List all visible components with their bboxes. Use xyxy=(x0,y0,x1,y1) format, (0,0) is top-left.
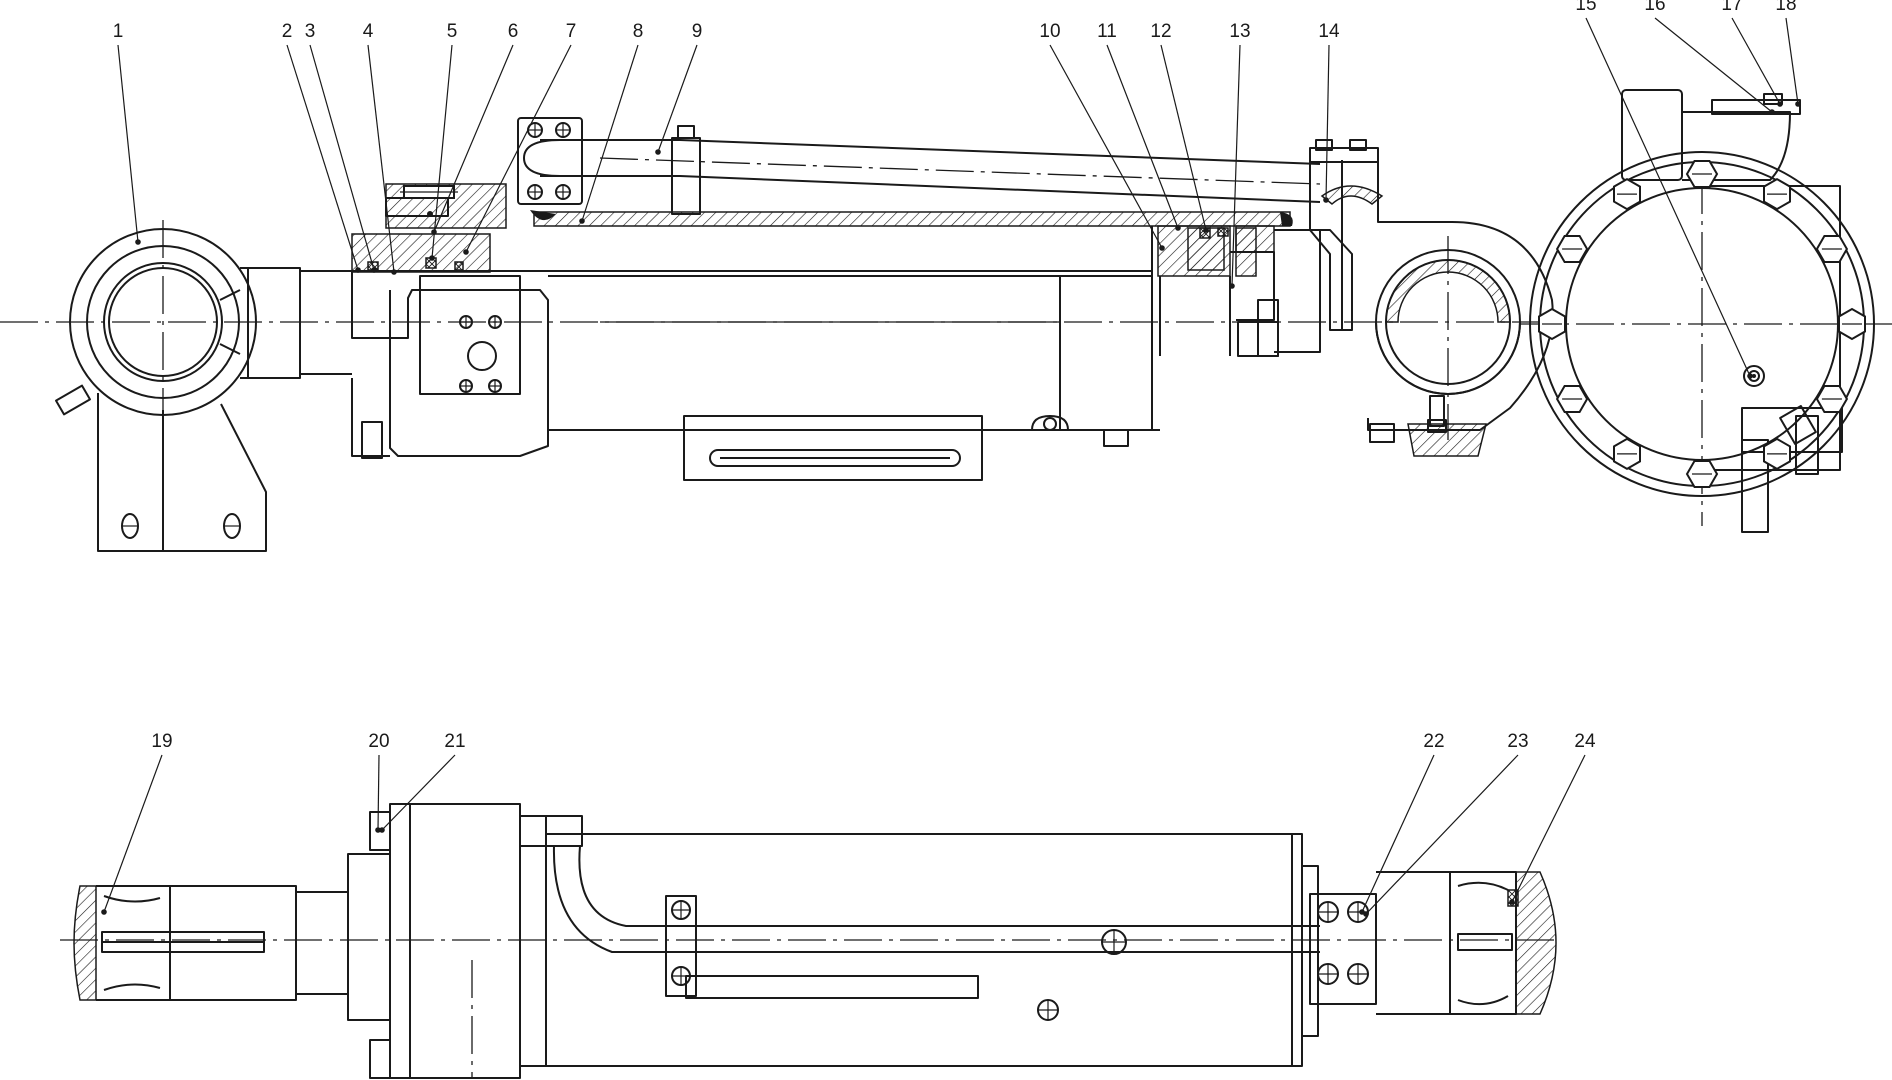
callout-leader xyxy=(377,754,380,831)
callout-dot xyxy=(1509,899,1515,905)
plan-view xyxy=(60,803,1560,1079)
plan-tube-clamp xyxy=(665,895,697,997)
callout-dot xyxy=(579,218,585,224)
callout-dot xyxy=(429,255,435,261)
callout-leader xyxy=(103,754,163,913)
callout-leader xyxy=(581,44,639,222)
callout-dot xyxy=(375,827,381,833)
plan-rear-head xyxy=(1309,871,1451,1015)
callout-leader xyxy=(1511,754,1586,903)
callout-leader xyxy=(431,44,453,259)
callout-label: 16 xyxy=(1644,0,1665,15)
plan-barrel xyxy=(546,833,1320,1067)
callout-label: 8 xyxy=(633,21,644,42)
callout-dot xyxy=(655,149,661,155)
callout-label: 7 xyxy=(566,21,577,42)
tube-section xyxy=(533,211,1293,227)
callout-label: 3 xyxy=(305,21,316,42)
left-clevis xyxy=(73,885,349,1001)
callout-label: 20 xyxy=(368,731,389,752)
callout-label: 24 xyxy=(1574,731,1596,752)
rear-head xyxy=(1274,139,1554,431)
callout-dot xyxy=(1795,101,1801,107)
right-clevis xyxy=(1450,871,1557,1015)
callout-label: 9 xyxy=(692,21,703,42)
piston-assembly xyxy=(1151,225,1279,357)
callout-leader xyxy=(1160,44,1207,231)
callout-dot xyxy=(1747,373,1753,379)
callout-label: 18 xyxy=(1775,0,1796,15)
callout-leader xyxy=(1106,44,1179,229)
mounting-bracket xyxy=(55,384,267,552)
slot-plate xyxy=(683,415,983,481)
cylinder-barrel xyxy=(548,275,1160,431)
callout-dot xyxy=(1323,197,1329,203)
callout-leader xyxy=(1049,44,1163,249)
callout-dot xyxy=(1777,101,1783,107)
callout-leader xyxy=(1325,44,1330,201)
callout-dot xyxy=(1203,227,1209,233)
callout-label: 19 xyxy=(151,731,172,752)
side-view xyxy=(0,117,1555,552)
callout-dot xyxy=(1175,225,1181,231)
callout-leader xyxy=(381,754,456,831)
callout-dot xyxy=(379,827,385,833)
gland-head xyxy=(351,183,507,273)
oil-tube xyxy=(517,117,1321,221)
callout-label: 2 xyxy=(282,21,293,42)
callout-dot xyxy=(1769,109,1775,115)
callout-label: 12 xyxy=(1150,21,1171,42)
callout-dot xyxy=(431,229,437,235)
front-flange xyxy=(351,272,549,459)
callout-label: 17 xyxy=(1721,0,1742,15)
callout-leader xyxy=(1361,754,1435,913)
callout-leader xyxy=(465,44,572,253)
callout-leader xyxy=(1231,44,1241,287)
plan-front-flange xyxy=(347,803,583,1079)
rear-clevis-eye xyxy=(1375,236,1521,457)
callout-dot xyxy=(101,909,107,915)
callout-leader xyxy=(286,44,359,271)
end-view-bolts xyxy=(1538,160,1866,488)
callout-label: 14 xyxy=(1318,21,1340,42)
callout-label: 6 xyxy=(508,21,519,42)
rod-end-eye xyxy=(69,220,301,426)
callout-leader xyxy=(117,44,139,243)
callout-label: 10 xyxy=(1039,21,1060,42)
callout-label: 21 xyxy=(444,731,465,752)
callout-label: 13 xyxy=(1229,21,1250,42)
callout-label: 22 xyxy=(1423,731,1444,752)
callout-label: 4 xyxy=(363,21,374,42)
callout-leader xyxy=(367,44,395,273)
callout-leader xyxy=(657,44,698,153)
callout-label: 23 xyxy=(1507,731,1528,752)
callout-dot xyxy=(463,249,469,255)
callout-leader xyxy=(1785,17,1799,105)
callout-label: 5 xyxy=(447,21,458,42)
callout-dot xyxy=(1229,283,1235,289)
callout-dot xyxy=(355,267,361,273)
callout-leader xyxy=(1654,17,1773,113)
callout-dot xyxy=(1159,245,1165,251)
barrel-fittings xyxy=(1031,415,1395,447)
callout-dot xyxy=(1363,911,1369,917)
callout-label: 11 xyxy=(1097,21,1117,42)
callout-leader xyxy=(433,44,514,233)
callout-dot xyxy=(391,269,397,275)
callout-leader xyxy=(1731,17,1781,105)
callout-leader xyxy=(1365,754,1519,915)
callout-label: 1 xyxy=(113,21,124,42)
callout-dot xyxy=(371,267,377,273)
callout-dot xyxy=(135,239,141,245)
callout-leader xyxy=(309,44,375,271)
end-view xyxy=(1520,89,1892,533)
callout-leader xyxy=(1585,17,1751,377)
callout-label: 15 xyxy=(1575,0,1596,15)
